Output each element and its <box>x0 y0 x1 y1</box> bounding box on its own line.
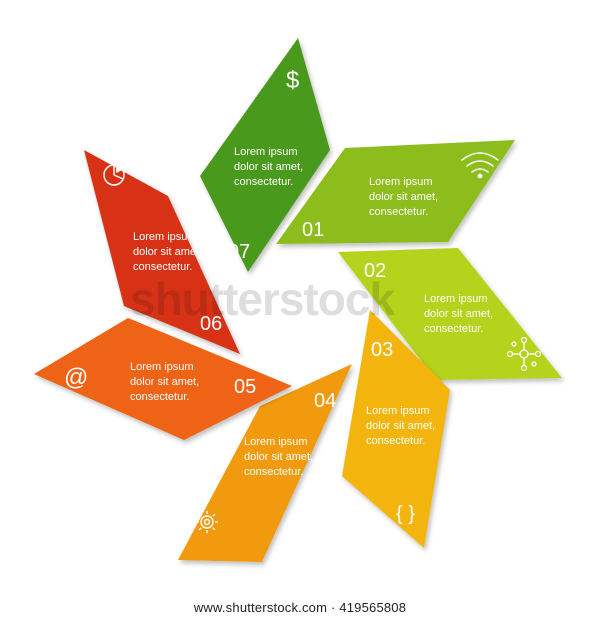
segment-02-line-3: consectetur. <box>424 323 483 335</box>
segment-06-line-3: consectetur. <box>133 261 192 273</box>
segment-01-shape <box>276 140 515 244</box>
svg-text:Lorem ipsum dolor sit am: Lorem ipsum dolor sit amet, consectetur. <box>369 176 441 218</box>
segment-01-line-3: consectetur. <box>369 206 428 218</box>
segment-06: Lorem ipsum dolor sit amet, consectetur.… <box>84 150 240 354</box>
segment-06-shape <box>84 150 240 354</box>
watermark-url: www.shutterstock.com · 419565808 <box>193 600 407 615</box>
segment-01-number: 01 <box>302 219 324 241</box>
segment-02: Lorem ipsum dolor sit amet, consectetur.… <box>338 248 562 380</box>
segment-02-line-1: Lorem ipsum <box>424 293 488 305</box>
segment-03-line-2: dolor sit amet, <box>366 420 435 432</box>
pie-chart-icon <box>103 163 125 186</box>
segment-03-shape <box>342 310 450 548</box>
segment-03-line-3: consectetur. <box>366 435 425 447</box>
watermark-strip <box>0 588 600 620</box>
segment-03: Lorem ipsum dolor sit amet, consectetur.… <box>342 310 450 548</box>
svg-text:Lorem ipsum dolor sit am: Lorem ipsum dolor sit amet, consectetur. <box>133 231 205 273</box>
segment-04: Lorem ipsum dolor sit amet, consectetur.… <box>178 364 352 562</box>
segment-05: Lorem ipsum dolor sit amet, consectetur.… <box>34 318 292 440</box>
svg-text:Lorem ipsum dolor sit am: Lorem ipsum dolor sit amet, consectetur. <box>244 436 316 478</box>
segment-07-line-2: dolor sit amet, <box>234 161 303 173</box>
segment-07-line-3: consectetur. <box>234 176 293 188</box>
segment-01-line-2: dolor sit amet, <box>369 191 438 203</box>
segment-04-line-1: Lorem ipsum <box>244 436 308 448</box>
segment-06-number: 06 <box>200 313 222 335</box>
segment-07-line-1: Lorem ipsum <box>234 146 298 158</box>
network-icon <box>506 336 542 372</box>
segment-05-line-1: Lorem ipsum <box>130 361 194 373</box>
segment-04-shape <box>178 364 352 562</box>
segment-04-line-3: consectetur. <box>244 466 303 478</box>
svg-text:Lorem ipsum dolor sit am: Lorem ipsum dolor sit amet, consectetur. <box>234 146 306 188</box>
at-sign-icon: @ <box>64 364 88 391</box>
segment-02-line-2: dolor sit amet, <box>424 308 493 320</box>
svg-text:Lorem ipsum dolor sit am: Lorem ipsum dolor sit amet, consectetur. <box>366 405 438 447</box>
segment-05-line-3: consectetur. <box>130 391 189 403</box>
svg-text:Lorem ipsum dolor sit am: Lorem ipsum dolor sit amet, consectetur. <box>424 293 496 335</box>
segment-07-shape <box>200 38 330 272</box>
segment-03-number: 03 <box>371 339 393 361</box>
wifi-icon <box>461 152 499 179</box>
segment-01-line-1: Lorem ipsum <box>369 176 433 188</box>
segment-06-line-2: dolor sit amet, <box>133 246 202 258</box>
braces-icon: { } <box>396 503 415 525</box>
segment-04-line-2: dolor sit amet, <box>244 451 313 463</box>
segment-02-number: 02 <box>364 260 386 282</box>
segment-07-number: 07 <box>228 241 250 263</box>
segment-07: Lorem ipsum dolor sit amet, consectetur.… <box>200 38 330 272</box>
segment-03-line-1: Lorem ipsum <box>366 405 430 417</box>
segment-02-shape <box>338 248 562 380</box>
dollar-icon: $ <box>286 67 299 94</box>
gear-icon <box>196 511 218 533</box>
svg-text:Lorem ipsum dolor sit am: Lorem ipsum dolor sit amet, consectetur. <box>130 361 202 403</box>
segment-04-number: 04 <box>314 390 336 412</box>
segment-01: Lorem ipsum dolor sit amet, consectetur.… <box>276 140 515 244</box>
segment-05-shape <box>34 318 292 440</box>
segment-05-line-2: dolor sit amet, <box>130 376 199 388</box>
segment-05-number: 05 <box>234 376 256 398</box>
segment-06-line-1: Lorem ipsum <box>133 231 197 243</box>
